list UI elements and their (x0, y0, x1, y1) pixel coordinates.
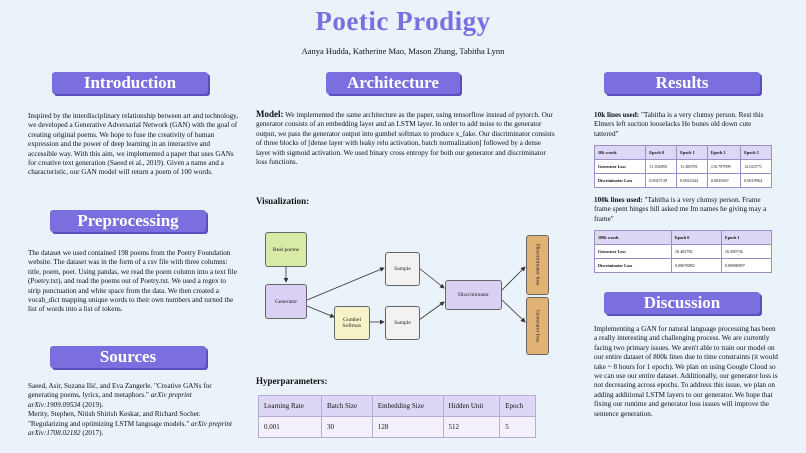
hp-header-cell: Hidden Unit (442, 395, 501, 417)
hp-header-cell: Embedding Size (371, 395, 444, 417)
hp-value-cell: 128 (371, 416, 444, 438)
table-header-cell: Epoch 2 (706, 145, 742, 160)
table-cell: 110.797999 (706, 159, 742, 174)
arrow-generator-to-sample-top (306, 267, 385, 301)
discriminator-loss-node: Discriminator loss (526, 235, 549, 295)
table-header-cell: Epoch 0 (645, 145, 678, 160)
table-header-row: 10k words Epoch 0 Epoch 1 Epoch 2 Epoch … (593, 145, 772, 160)
introduction-body: Inspired by the interdisciplinary relati… (28, 112, 239, 177)
authors: Aanya Hudda, Katherine Mao, Mason Zhang,… (301, 46, 505, 56)
arrow-to-generator-loss (500, 298, 526, 323)
arrow-generator-to-gumbel (306, 305, 335, 318)
result-100k-text: "Tabitha is a very clumsy person. Frame … (594, 196, 767, 223)
result-10k-label: 10k lines used: (594, 111, 640, 119)
table-header-row: 100k words Epoch 0 Epoch 1 (594, 230, 773, 245)
sources-heading: Sources (50, 346, 206, 368)
sample-bottom-node: Sample (385, 306, 420, 340)
hyperparameters-table: Learning Rate Batch Size Embedding Size … (258, 395, 536, 438)
table-cell: 16.463782 (670, 244, 722, 259)
table-cell: 11.300781 (676, 159, 708, 174)
preprocessing-body: The dataset we used contained 198 poems … (28, 249, 237, 314)
reference-1-text: Saeed, Asir, Suzana Ilić, and Eva Zanger… (28, 382, 212, 400)
table-cell: 0.00078882 (670, 258, 722, 273)
arrow-to-discriminator-loss (500, 266, 526, 292)
arrow-sample-bottom-to-discriminator (418, 301, 445, 321)
hp-value-cell: 512 (442, 416, 501, 438)
model-body: We implemented the same architecture as … (256, 111, 555, 167)
reference-1-venue: arXiv preprint arXiv:1909.09534 (28, 391, 192, 409)
result-10k-text: "Tabitha is a very clumsy person. Rest t… (594, 111, 764, 138)
hp-value-cell: 5 (499, 416, 536, 438)
architecture-diagram: Real poems Generator Gumbel Softmax Samp… (256, 222, 556, 362)
introduction-heading: Introduction (52, 72, 208, 94)
gumbel-softmax-node: Gumbel Softmax (334, 306, 370, 340)
hp-header-cell: Epoch (499, 395, 536, 417)
table-row: Generator Loss 11.392893 11.300781 110.7… (593, 159, 772, 174)
discussion-heading: Discussion (604, 292, 760, 314)
table-cell: Generator Loss (593, 159, 647, 174)
discriminator-node: Discriminator (445, 280, 502, 310)
table-cell: 12.023771 (740, 159, 772, 174)
hp-header-cell: Batch Size (320, 395, 373, 417)
architecture-model: Model: We implemented the same architect… (256, 109, 556, 167)
table-cell: 0.00080897 (720, 258, 773, 273)
hp-value-cell: 0.001 (258, 416, 322, 438)
table-cell: 11.392893 (645, 159, 678, 174)
result-100k-quote: 100k lines used: "Tabitha is a very clum… (594, 196, 776, 224)
table-cell: Generator Loss (594, 244, 672, 259)
reference-1-year: (2019). (82, 400, 104, 409)
table-cell: 0.0020567 (706, 173, 742, 188)
sources-list: Saeed, Asir, Suzana Ilić, and Eva Zanger… (28, 382, 240, 438)
generator-node: Generator (265, 284, 307, 319)
diagram-arrows (283, 266, 526, 325)
results-table-10k: 10k words Epoch 0 Epoch 1 Epoch 2 Epoch … (593, 145, 772, 188)
result-100k-label: 100k lines used: (594, 196, 643, 204)
table-cell: Discriminator Loss (594, 258, 672, 273)
real-poems-node: Real poems (265, 232, 307, 267)
arrow-sample-top-to-discriminator (418, 267, 445, 289)
model-label: Model: (256, 109, 284, 119)
sample-top-node: Sample (385, 252, 420, 286)
hp-header-cell: Learning Rate (258, 395, 322, 417)
table-cell: 0.0019964 (740, 173, 772, 188)
table-row: Discriminator Loss 0.00078882 0.00080897 (594, 258, 773, 273)
hp-value-cell: 30 (320, 416, 373, 438)
table-header-cell: Epoch 1 (720, 230, 773, 245)
table-row: Generator Loss 16.463782 16.500736 (594, 244, 773, 259)
table-cell: Discriminator Loss (593, 173, 647, 188)
visualization-label: Visualization: (256, 196, 310, 206)
table-cell: 16.500736 (720, 244, 773, 259)
hyperparameters-header-row: Learning Rate Batch Size Embedding Size … (258, 395, 536, 417)
hyperparameters-value-row: 0.001 30 128 512 5 (258, 416, 536, 438)
architecture-heading: Architecture (326, 72, 460, 94)
results-table-100k: 100k words Epoch 0 Epoch 1 Generator Los… (594, 230, 773, 273)
table-header-cell: Epoch 3 (740, 145, 772, 160)
table-header-cell: 100k words (594, 230, 672, 245)
table-cell: 0.0027139 (645, 173, 678, 188)
generator-loss-node: Generator loss (526, 297, 549, 355)
result-10k-quote: 10k lines used: "Tabitha is a very clums… (594, 111, 776, 139)
hyperparameters-label: Hyperparameters: (256, 376, 328, 386)
discussion-body: Implementing a GAN for natural language … (594, 325, 778, 418)
results-heading: Results (604, 72, 760, 94)
poster-title: Poetic Prodigy (315, 6, 491, 36)
table-cell: 0.0023444 (676, 173, 708, 188)
table-header-cell: Epoch 0 (670, 230, 722, 245)
table-header-cell: Epoch 1 (676, 145, 708, 160)
preprocessing-heading: Preprocessing (50, 210, 206, 232)
reference-2-year: (2017). (82, 429, 104, 438)
table-header-cell: 10k words (593, 145, 647, 160)
reference-2-venue: arXiv preprint arXiv:1708.02182 (28, 419, 233, 438)
reference-2-text: Merity, Stephen, Nitish Shirish Keskar, … (28, 410, 201, 428)
table-row: Discriminator Loss 0.0027139 0.0023444 0… (593, 173, 772, 188)
